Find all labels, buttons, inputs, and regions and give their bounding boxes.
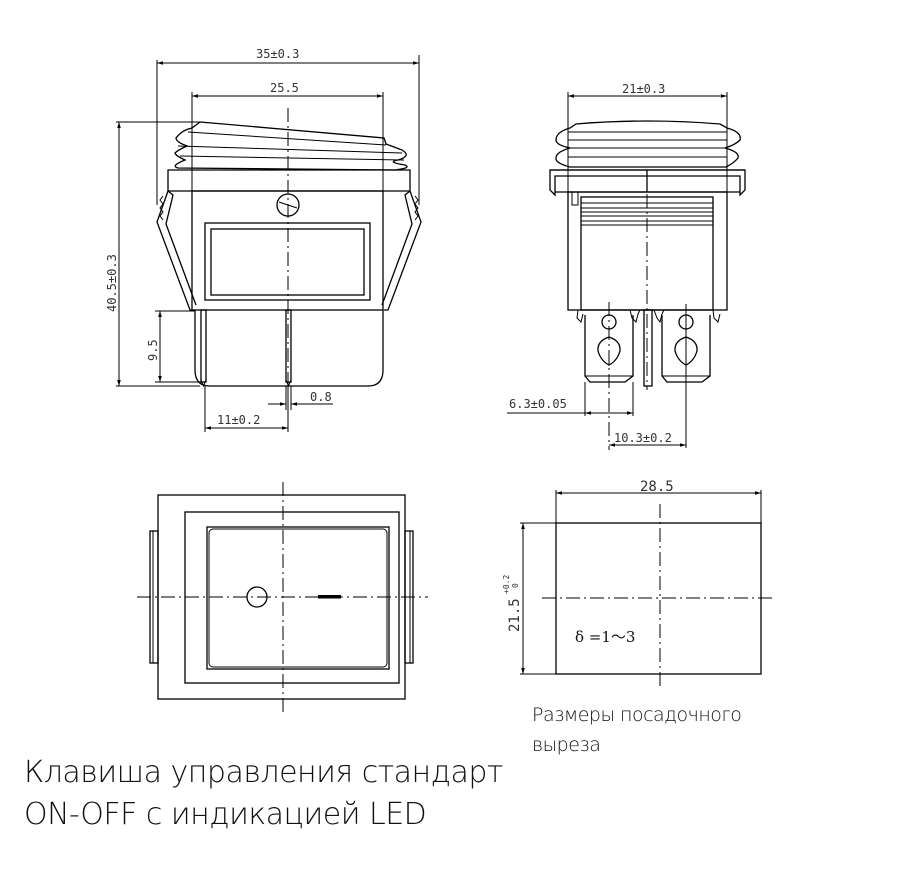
product-title-line2: ON-OFF с индикацией LED (24, 797, 427, 832)
panel-cutout-view: 28.5 21.5 +0.2 0 δ =1～3 (502, 479, 775, 690)
product-title: Клавиша управления стандарт ON-OFF с инд… (24, 752, 503, 836)
side-view: 21±0.3 (507, 82, 746, 450)
dim-terminal-pitch: 11±0.2 (217, 413, 260, 427)
dim-side-width: 21±0.3 (622, 82, 665, 96)
dim-cap-width: 25.5 (270, 81, 299, 95)
dim-tab-pitch: 10.3±0.2 (614, 431, 672, 445)
dim-overall-width: 35±0.3 (256, 47, 299, 61)
dim-tab-width: 6.3±0.05 (509, 397, 567, 411)
front-view: 35±0.3 25.5 (105, 47, 422, 432)
dim-overall-height: 40.5±0.3 (105, 254, 119, 312)
dim-cutout-height-tol-lower: 0 (511, 583, 520, 588)
panel-thickness-note: δ =1～3 (575, 628, 635, 646)
cutout-caption: Размеры посадочного выреза (532, 700, 742, 760)
top-view (137, 482, 428, 713)
cutout-caption-line1: Размеры посадочного (532, 704, 742, 726)
dim-cutout-height: 21.5 (507, 598, 523, 632)
dim-terminal-length: 9.5 (146, 339, 160, 361)
cutout-caption-line2: выреза (532, 734, 601, 756)
product-title-line1: Клавиша управления стандарт (24, 755, 503, 790)
dim-terminal-thickness: 0.8 (310, 390, 332, 404)
dim-cutout-width: 28.5 (640, 479, 674, 495)
dim-cutout-height-tol-upper: +0.2 (502, 575, 511, 594)
